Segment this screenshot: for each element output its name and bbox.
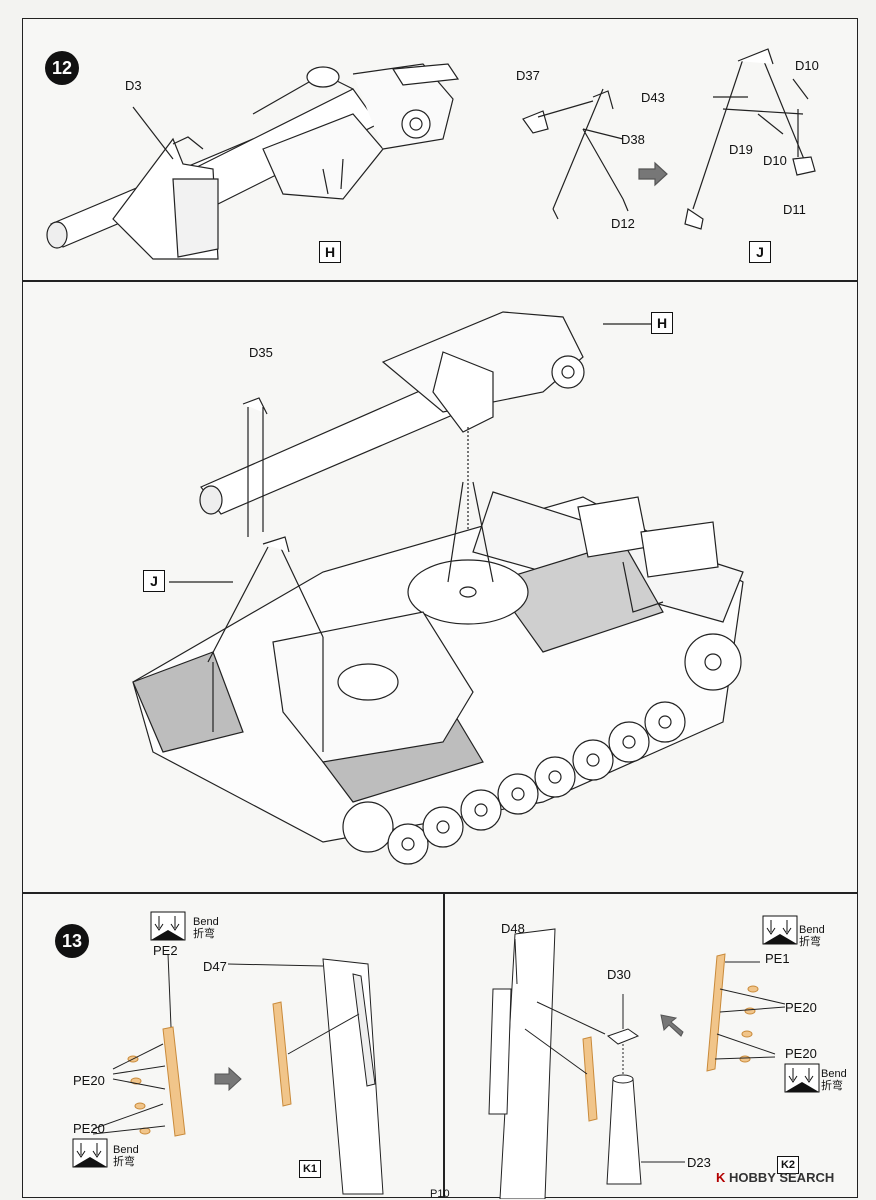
label-d38: D38: [621, 132, 645, 147]
label-d11: D11: [783, 202, 806, 217]
arrow-right-icon: [638, 161, 668, 187]
subassembly-k2-label: K2: [777, 1156, 799, 1174]
bend-icon: [784, 1063, 820, 1093]
bend-label-en: Bend: [113, 1144, 139, 1156]
subassembly-j-label: J: [749, 241, 771, 263]
label-d19: D19: [729, 142, 753, 157]
label-pe20-bottom: PE20: [73, 1121, 105, 1136]
label-d30: D30: [607, 967, 631, 982]
brand-prefix: K: [716, 1170, 726, 1185]
bend-icon: [762, 915, 798, 945]
label-pe20-bottom: PE20: [785, 1046, 817, 1061]
arrow-down-left-icon: [660, 1014, 684, 1037]
bend-label-zh: 折弯: [193, 928, 215, 940]
label-pe20-top: PE20: [785, 1000, 817, 1015]
subassembly-h-label: H: [319, 241, 341, 263]
vehicle-drawing: [132, 311, 744, 865]
arrow-right-icon: [214, 1066, 242, 1092]
step-number: 13: [55, 924, 89, 958]
step-12-vehicle-panel: D35 H J: [22, 281, 858, 893]
label-d12: D12: [611, 216, 635, 231]
label-d10-top: D10: [795, 58, 819, 73]
subassembly-h-label: H: [651, 312, 673, 334]
bend-label-zh: 折弯: [821, 1080, 843, 1092]
bend-label-zh: 折弯: [799, 936, 821, 948]
bend-label-en: Bend: [821, 1068, 847, 1080]
gun-barrel-drawing: [46, 48, 816, 260]
label-pe1: PE1: [765, 951, 790, 966]
bend-icon: [72, 1138, 108, 1168]
label-d3: D3: [125, 78, 142, 93]
subassembly-j-label: J: [143, 570, 165, 592]
label-d43: D43: [641, 90, 665, 105]
label-d47: D47: [203, 959, 227, 974]
bend-icon: [150, 911, 186, 941]
page-number: P10: [430, 1188, 450, 1200]
label-pe2: PE2: [153, 943, 178, 958]
road-wheels: [342, 633, 742, 865]
label-pe20-top: PE20: [73, 1073, 105, 1088]
step-13-left-panel: 13: [22, 893, 444, 1198]
step-number: 12: [45, 51, 79, 85]
brand-text: HOBBY SEARCH: [729, 1170, 835, 1185]
d48-drawing: [488, 915, 820, 1199]
step-12-panel: 12: [22, 18, 858, 281]
bend-label-en: Bend: [799, 924, 825, 936]
label-d23: D23: [687, 1155, 711, 1170]
hobby-search-watermark: K HOBBY SEARCH: [716, 1170, 834, 1185]
d47-drawing: [72, 911, 384, 1195]
label-d48: D48: [501, 921, 525, 936]
label-d37: D37: [516, 68, 540, 83]
subassembly-k1-label: K1: [299, 1160, 321, 1178]
label-d10-bottom: D10: [763, 153, 787, 168]
bend-label-en: Bend: [193, 916, 219, 928]
bend-label-zh: 折弯: [113, 1156, 135, 1168]
label-d35: D35: [249, 345, 273, 360]
